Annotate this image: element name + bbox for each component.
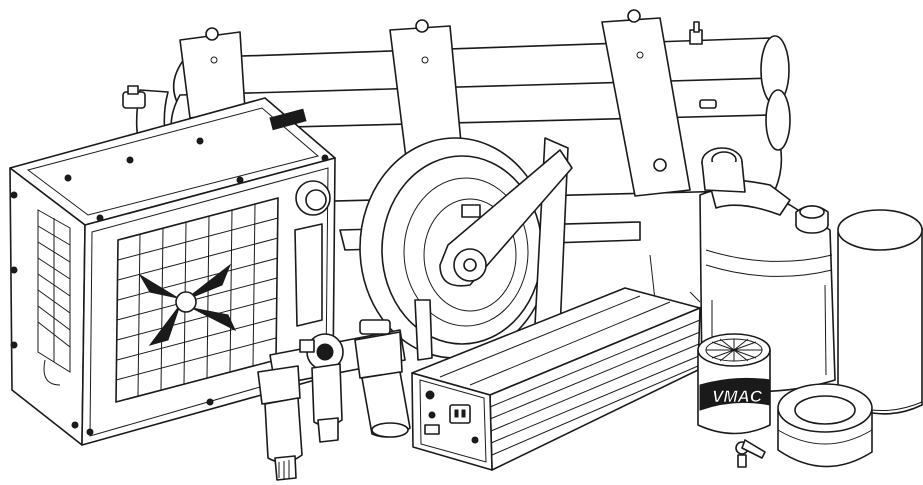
front-grille [115, 197, 279, 403]
oil-filter-icon: VMAC [697, 333, 771, 468]
hose-reel-icon [359, 137, 573, 361]
frl-icon [257, 319, 411, 481]
starburst-pattern [706, 338, 762, 362]
inverter-icon [411, 287, 701, 471]
vmac-logo: VMAC [712, 387, 763, 406]
cylinder-filter-icon [837, 209, 923, 415]
ring-filter-icon [777, 383, 873, 468]
side-vent [37, 209, 71, 373]
